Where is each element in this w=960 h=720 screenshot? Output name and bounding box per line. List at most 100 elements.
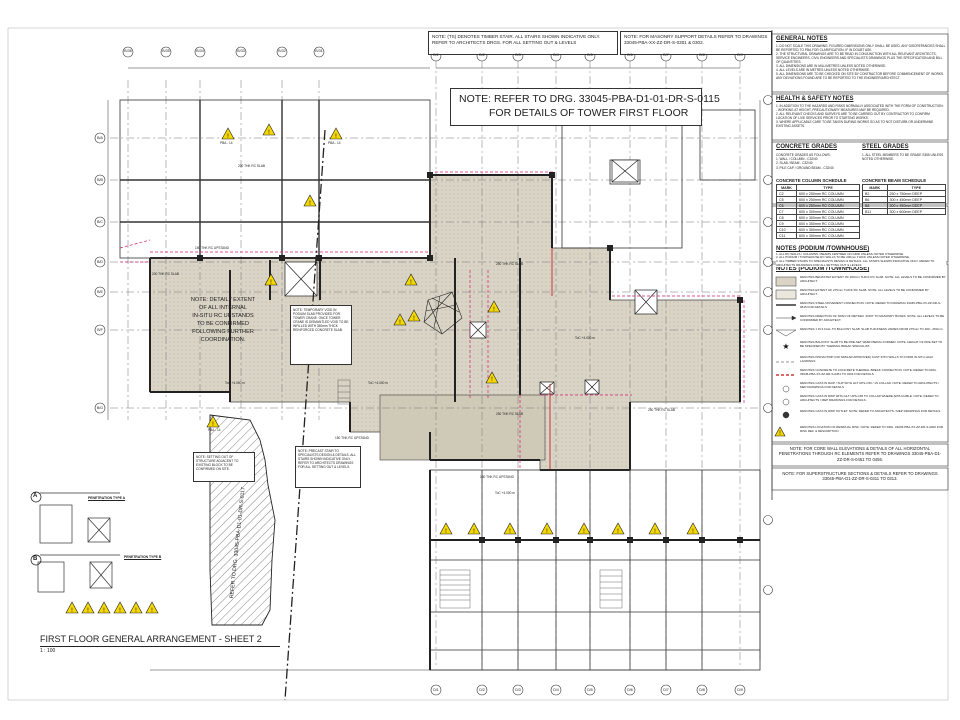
svg-text:!: ! [335, 133, 337, 140]
grid-label: D/8 [699, 688, 705, 692]
general-notes: GENERAL NOTES 1. DO NOT SCALE THIS DRAWI… [776, 36, 946, 80]
tag-slab: 250 THK RC SLAB [648, 408, 676, 412]
legend-item: DENOTES 1 IN 6 FALL TO BALCONY SLAB. SLA… [800, 327, 944, 331]
podium-notes-title: NOTES (PODIUM /TOWNHOUSE) [776, 266, 870, 272]
title-underline [40, 646, 280, 647]
masonry-note-box: NOTE: FOR MASONRY SUPPORT DETAILS REFER … [620, 31, 772, 55]
podium-note-item: 3. ALL TIMBER STAIRS TO SPECIALISTS DESI… [776, 259, 935, 267]
masonry-note: NOTE: FOR MASONRY SUPPORT DETAILS REFER … [624, 34, 768, 45]
grid-label: D/1 [433, 53, 439, 57]
grid-label: D/1 [433, 688, 439, 692]
tower-note-box: NOTE: REFER TO DRG. 33045-PBA-D1-01-DR-S… [450, 88, 720, 126]
grid-label: D/4 [553, 688, 559, 692]
grid-label: D/5 [587, 53, 593, 57]
core-note: NOTE: FOR CORE WALL ELEVATIONS & DETAILS… [778, 446, 942, 462]
svg-text:!: ! [509, 528, 511, 535]
grid-label: B/F [97, 328, 103, 332]
general-note-item: 4. ALL LEVELS ARE IN METRES UNLESS NOTED… [776, 67, 871, 72]
stair-note: NOTE: (TS) DENOTES TIMBER STAIR. ALL STA… [432, 34, 601, 45]
hs-item: 1. IN ADDITION TO THE HAZARDS AND RISKS … [776, 103, 944, 108]
legend-item: DENOTES CAST-IN RWP WITH HLT UPS-C65 TO … [800, 394, 939, 402]
general-note-item: 5. ALL DIMENSIONS ARE TO BE CHECKED ON S… [776, 71, 945, 80]
grid-label: D/5 [587, 688, 593, 692]
general-notes-title: GENERAL NOTES [776, 36, 828, 42]
podium-notes-heading: NOTES (PODIUM /TOWNHOUSE) [776, 246, 870, 252]
superstructure-note: NOTE: FOR SUPERSTRUCTURE SECTIONS & DETA… [782, 471, 938, 482]
tag-pba: PBA - 14 [208, 428, 221, 432]
grid-label: B/A [97, 136, 103, 140]
grid-bubbles [94, 46, 773, 696]
grid-label: D/2 [479, 688, 485, 692]
stair-core [423, 291, 463, 335]
steel-grade-item: 1. ALL STEEL MEMBERS TO BE GRADE S355 UN… [862, 152, 944, 162]
section-line [284, 129, 326, 701]
temp-void-note-box: NOTE: TEMPORARY VOID IN PODIUM SLAB PROV… [290, 305, 352, 365]
steel-grades-title: STEEL GRADES [862, 144, 909, 150]
podium-notes: NOTES (PODIUM /TOWNHOUSE) [776, 244, 946, 272]
penetration-a-label: A [33, 493, 38, 499]
svg-text:!: ! [410, 279, 412, 286]
tag-slab: 200 THK RC SLAB [238, 164, 266, 168]
svg-text:!: ! [151, 607, 153, 614]
svg-text:!: ! [135, 607, 137, 614]
tag-slab: 200 THK RC SLAB [152, 272, 180, 276]
svg-text:!: ! [546, 528, 548, 535]
grid-label: D/6 [627, 688, 633, 692]
tower-note-line1: NOTE: REFER TO DRG. 33045-PBA-D1-01-DR-S… [459, 93, 720, 105]
drawing-scale: 1 : 100 [40, 648, 56, 654]
beam-cell: B11 [862, 208, 888, 216]
podium-items-block: NOTES (PODIUM /TOWNHOUSE) 1. ALL RC WALL… [776, 246, 946, 268]
legend-item: DENOTES BALCONY SLAB TO BE PRE-SET WHEN … [800, 340, 943, 348]
svg-text:★: ★ [782, 342, 789, 351]
structure-note: NOTE: SETTING OUT OF STRUCTURE ADJACENT … [196, 455, 239, 471]
grid-label: B/D [97, 260, 103, 264]
tag-toc: ToC +4.000 m [575, 336, 595, 340]
grid-label: B/31 [315, 49, 323, 53]
grid-label: B/G [96, 406, 104, 410]
tag-toc: ToC +4.000 m [495, 491, 515, 495]
svg-text:!: ! [445, 528, 447, 535]
grid-label: B/35 [162, 49, 170, 53]
svg-text:!: ! [692, 528, 694, 535]
slab-areas [149, 174, 741, 471]
beam-schedule-title: CONCRETE BEAM SCHEDULE [862, 178, 927, 183]
concrete-grades: CONCRETE GRADES CONCRETE GRADES AS FOLLO… [776, 144, 858, 170]
tag-upstand: 150 THK RC UPSTAND [480, 475, 514, 479]
svg-text:!: ! [413, 315, 415, 322]
health-safety-notes: HEALTH & SAFETY NOTES 1. IN ADDITION TO … [776, 96, 946, 128]
hs-item: 2. ALL RELEVANT CHECKS AND SURVEYS ARE T… [776, 111, 930, 120]
legend-item: DENOTES EXTENT OF 275mm THICK RC SLAB. N… [800, 288, 929, 296]
precast-note: NOTE: PRECAST STAIR TO SPECIALISTS DESIG… [298, 449, 356, 469]
svg-text:!: ! [399, 319, 401, 326]
hs-item: - WORKING AT HEIGHT, PRECAUTIONARY MEASU… [776, 107, 890, 112]
grid-label: D/3 [515, 688, 521, 692]
concrete-grade-item: 1. WALL / COLUMN - C32/40 [776, 157, 818, 162]
svg-text:!: ! [270, 279, 272, 286]
svg-text:!: ! [119, 607, 121, 614]
penetration-b-label: B [33, 556, 38, 562]
grid-label: D/9 [737, 53, 743, 57]
hs-item: 3. WHERE APPLICABLE CARE TO BE TAKEN DUR… [776, 119, 934, 128]
concrete-grade-item: 2. SLAB / BEAM - C32/40 [776, 161, 813, 166]
podium-note-item: 1. ALL RC WALLS / COLUMNS / BEAMS CENTRE… [776, 251, 904, 256]
concrete-grades-title: CONCRETE GRADES [776, 144, 838, 150]
steel-grades: STEEL GRADES 1. ALL STEEL MEMBERS TO BE … [862, 144, 946, 161]
tag-upstand: 150 THK RC UPSTAND [335, 436, 369, 440]
svg-text:!: ! [212, 421, 214, 428]
grid-label: D/8 [699, 53, 705, 57]
svg-text:!: ! [268, 129, 270, 136]
upstand-note: NOTE: DETAIL / EXTENT OF ALL INTERNAL IN… [190, 297, 256, 343]
svg-text:!: ! [71, 607, 73, 614]
legend-item: DENOTES CAST-IN RWP OUTLET. NOTE: REFER … [800, 409, 942, 413]
penetration-b-title: PENETRATION TYPE B [124, 555, 162, 559]
svg-text:!: ! [654, 528, 656, 535]
svg-text:!: ! [493, 306, 495, 313]
tag-upstand: 150 THK RC UPSTAND [195, 246, 229, 250]
temp-void-note: NOTE: TEMPORARY VOID IN PODIUM SLAB PROV… [293, 308, 349, 332]
drawing-title: FIRST FLOOR GENERAL ARRANGEMENT - SHEET … [40, 634, 262, 644]
upstand-note-box: NOTE: DETAIL / EXTENT OF ALL INTERNAL IN… [178, 296, 268, 348]
column-schedule-title: CONCRETE COLUMN SCHEDULE [776, 178, 847, 183]
general-note-item: 2. THE STRUCTURAL DRAWINGS ARE TO BE REA… [776, 51, 943, 64]
